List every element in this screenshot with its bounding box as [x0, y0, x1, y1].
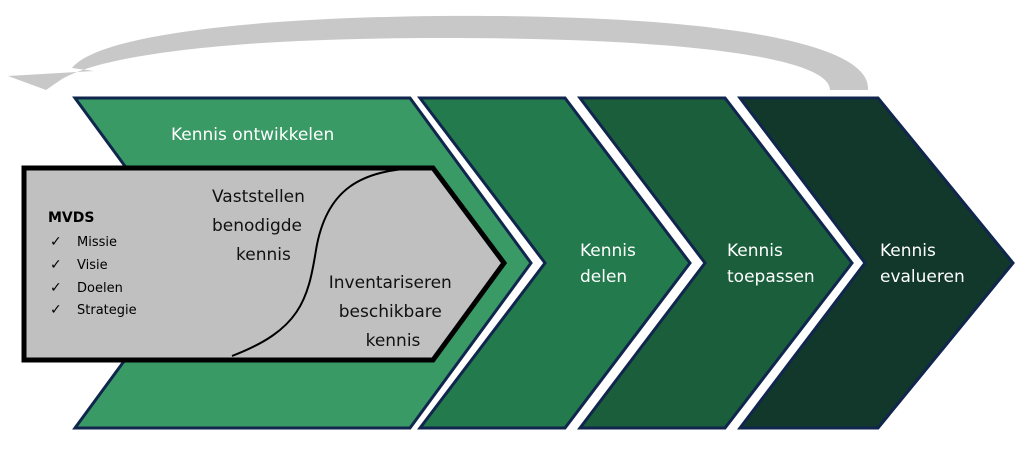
stage-label-kennis-evalueren: Kennis evalueren [880, 241, 965, 287]
stage-label-kennis-ontwikkelen: Kennis ontwikkelen [171, 125, 334, 145]
stage-label-kennis-toepassen: Kennis toepassen [727, 241, 815, 287]
mvds-title: MVDS [48, 210, 94, 226]
chevron-kennis-evalueren [736, 96, 1015, 430]
vaststellen-benodigde-kennis-text: Vaststellen benodigde kennis [212, 187, 310, 265]
chevron-kennis-delen [416, 96, 692, 430]
mvds-item-visie: Visie [77, 258, 108, 273]
chevron-kennis-toepassen [576, 96, 854, 430]
feedback-arrow [8, 15, 869, 90]
checkmark-icon: ✓ [50, 257, 62, 273]
mvds-list: ✓ Missie ✓ Visie ✓ Doelen ✓ Strategie [50, 234, 137, 318]
inner-arrow-box [21, 165, 508, 363]
checkmark-icon: ✓ [50, 280, 62, 296]
checkmark-icon: ✓ [50, 302, 62, 318]
checkmark-icon: ✓ [50, 234, 62, 250]
mvds-item-missie: Missie [77, 235, 117, 250]
stage-label-kennis-delen: Kennis delen [580, 241, 641, 287]
mvds-item-doelen: Doelen [77, 281, 123, 296]
mvds-item-strategie: Strategie [77, 303, 137, 318]
inventariseren-beschikbare-kennis-text: Inventariseren beschikbare kennis [329, 273, 457, 351]
s-curve-divider [231, 167, 419, 357]
